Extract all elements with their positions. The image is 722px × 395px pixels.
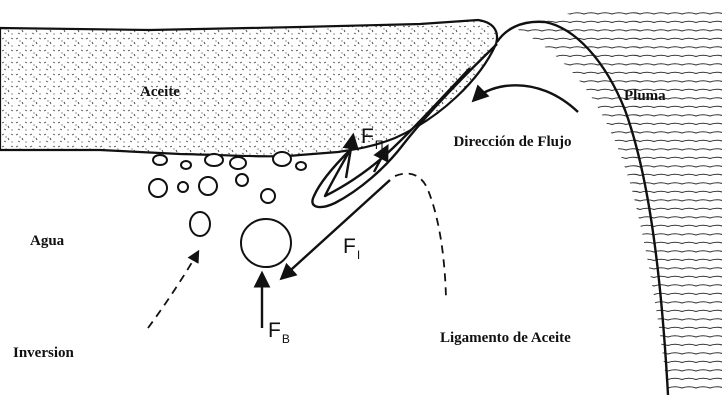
plume-wave-line	[500, 234, 722, 235]
plume-wave-line	[500, 30, 722, 31]
plume-wave-line	[500, 98, 722, 99]
plume-wave-line	[500, 268, 722, 269]
label-water: Agua	[30, 233, 64, 250]
plume-wave-line	[500, 166, 722, 167]
plume-wave-line	[500, 64, 722, 65]
label-oil: Aceite	[140, 84, 180, 101]
plume-wave-line	[500, 259, 722, 260]
plume-wave-line	[500, 302, 722, 303]
plume-wave-line	[500, 123, 722, 124]
plume-wave-line	[500, 13, 722, 14]
plume-wave-line	[500, 55, 722, 56]
plume-wave-line	[500, 38, 722, 39]
plume-wave-line	[500, 200, 722, 201]
plume-wave-line	[500, 174, 722, 175]
plume-wave-line	[500, 217, 722, 218]
label-flow-direction-text: Dirección de Flujo	[453, 134, 571, 150]
plume-wave-line	[500, 191, 722, 192]
oil-ligament-dashed-leader	[395, 174, 446, 298]
label-oil-ligament: Ligamento de Aceite	[440, 330, 571, 347]
f-b-main: F	[268, 319, 281, 342]
f-i-sub: I	[357, 248, 360, 262]
label-flow-direction: Dirección de Flujo	[450, 134, 575, 151]
plume-wave-line	[500, 353, 722, 354]
plume-wave-line	[500, 106, 722, 107]
oil-droplets	[149, 152, 306, 267]
label-f-i: FI	[343, 236, 359, 257]
plume-wave-line	[500, 276, 722, 277]
plume-wave-line	[500, 242, 722, 243]
plume-wave-line	[500, 47, 722, 48]
f-b-sub: B	[282, 332, 290, 346]
label-f-b: FB	[268, 320, 289, 341]
plume-wave-line	[500, 225, 722, 226]
flow-direction-arrow	[474, 85, 578, 112]
label-f-pi: FΠ	[361, 126, 383, 147]
plume-wave-line	[500, 115, 722, 116]
label-inversion: Inversion	[13, 345, 74, 362]
plume-wave-line	[500, 361, 722, 362]
plume-wave-line	[500, 285, 722, 286]
f-pi-main: F	[361, 125, 374, 148]
plume-wave-line	[500, 293, 722, 294]
f-pi-sub: Π	[375, 138, 384, 152]
inversion-dashed-arrow	[148, 252, 198, 328]
plume-wave-line	[500, 319, 722, 320]
plume-wave-line	[500, 72, 722, 73]
plume-wave-line	[500, 310, 722, 311]
plume-wave-line	[500, 370, 722, 371]
oil-layer	[0, 20, 497, 156]
plume-wave-line	[500, 157, 722, 158]
f-i-main: F	[343, 235, 356, 258]
plume-wave-line	[500, 132, 722, 133]
plume-wave-line	[500, 251, 722, 252]
plume-wave-line	[500, 378, 722, 379]
label-plume: Pluma	[624, 88, 666, 105]
plume-wave-line	[500, 387, 722, 388]
plume-wave-line	[500, 183, 722, 184]
plume-wave-line	[500, 89, 722, 90]
plume-wave-line	[500, 208, 722, 209]
plume-wave-line	[500, 327, 722, 328]
